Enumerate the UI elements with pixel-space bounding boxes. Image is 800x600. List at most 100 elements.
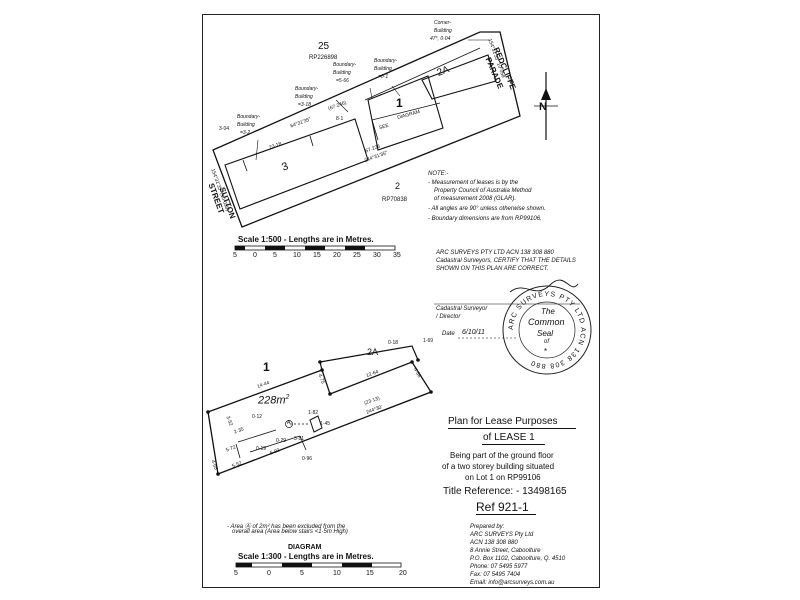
common-seal: ARC SURVEYS PTY LTD ACN 138 308 880: [502, 285, 592, 375]
title-underline: [448, 428, 576, 429]
area-unit: m: [276, 394, 286, 407]
lot-3-wall: [242, 159, 248, 172]
diagram-lot-2a: 2A: [367, 347, 379, 357]
diagram-dim: 0·12: [252, 414, 263, 420]
scale-tick-label: 5: [273, 252, 277, 259]
scale-tick-label: 15: [313, 252, 321, 259]
lot-3-outline: [224, 118, 369, 210]
scale-tick-label: 10: [293, 252, 301, 259]
area-value: 228: [258, 394, 277, 407]
scale-tick-label: 15: [366, 570, 374, 577]
plan-subtitle: of LEASE 1: [483, 432, 535, 443]
boundary-01-label-1: Boundary-: [374, 58, 398, 64]
boundary-32-label-1: Boundary-: [237, 114, 261, 120]
title-reference: Title Reference: - 13498165: [443, 486, 567, 497]
prepared-heading: Prepared by:: [470, 524, 505, 530]
area-a-label: A: [287, 420, 291, 426]
cert-lines: [434, 279, 580, 339]
seal-seal: Seal: [537, 329, 554, 338]
scale-bottom-title: Scale 1:300 - Lengths are in Metres.: [238, 552, 374, 561]
seal-common: Common: [528, 317, 565, 327]
notes-heading: NOTE:-: [428, 171, 449, 177]
date-label: Date: [442, 331, 455, 337]
see-diagram-box: [371, 119, 379, 141]
scale-tick-label: 5: [233, 252, 237, 259]
scale-tick-label: 0: [253, 252, 257, 259]
scale-tick-label: 5: [300, 570, 304, 577]
plan-ref: Ref 921-1: [476, 500, 529, 514]
scale-tick-label: 20: [399, 570, 407, 577]
seal-of: of: [544, 339, 550, 345]
internal-wall: [249, 435, 301, 453]
diagram-dim: 0·96: [302, 456, 313, 462]
north-arrow: [534, 72, 558, 140]
diagram-dim: 0·19: [256, 446, 267, 452]
lot-2-label: 2: [395, 181, 401, 191]
note-line: Property Council of Australia Method: [434, 188, 532, 194]
scale-tick-label: 35: [393, 252, 401, 259]
scale-tick-label: 10: [333, 570, 341, 577]
signature-graphic: [509, 279, 579, 293]
diagram-dim: 0·29: [276, 438, 287, 444]
building-line: [364, 47, 481, 101]
parcel-outline: [212, 31, 521, 228]
lot-25-label: 25: [318, 41, 330, 52]
scale-bar-top: [234, 245, 396, 251]
scale-tick-label: 0: [267, 570, 271, 577]
area-note-line: overall area (Area below stairs <1·5m Hi…: [232, 529, 348, 535]
boundary-318-label-2: Building: [295, 94, 313, 100]
area-note-line: - Area Ⓐ of 2m² has been excluded from t…: [227, 524, 346, 530]
prepared-company: ARC SURVEYS Pty Ltd: [470, 532, 534, 538]
north-label: N: [539, 101, 547, 113]
corner-building-label-3: 47°, 0·04: [430, 36, 451, 42]
note-line: - All angles are 90° unless otherwise sh…: [428, 206, 546, 212]
plan-description: of a two storey building situated: [442, 462, 555, 471]
diagram-dim: 1·45: [320, 421, 331, 427]
date-value: 6/10/11: [462, 329, 485, 336]
internal-wall: [237, 429, 277, 443]
scale-bottom-label: DIAGRAM: [288, 544, 322, 551]
prepared-po-box: P.O. Box 1102, Caboolture, Q. 4510: [470, 556, 566, 562]
boundary-32-label-3: =3·2: [240, 130, 251, 136]
boundary-318-label-1: Boundary-: [295, 86, 319, 92]
note-line: of measurement 2008 (GLAR).: [434, 196, 517, 202]
seal-the: The: [541, 307, 555, 316]
boundary-318-label-3: =3·18: [298, 102, 311, 108]
boundary-01-label-3: =0·1: [378, 74, 389, 80]
corner-building-label-2: Building: [434, 28, 452, 34]
see-diagram-box: [371, 102, 441, 121]
cert-role: Cadastral Surveyor: [436, 306, 488, 312]
leader-line: [369, 87, 373, 99]
cadastral-plan: N: [212, 31, 558, 228]
boundary-566-label-1: Boundary-: [333, 62, 357, 68]
scale-tick-label: 5: [234, 570, 238, 577]
boundary-566-label-2: Building: [333, 70, 351, 76]
diagram-lot-1: 1: [263, 360, 270, 374]
lot-2a-boundary: [319, 345, 419, 371]
scale-tick-label: 20: [333, 252, 341, 259]
seal-star: *: [544, 347, 548, 356]
boundary-01-label-2: Building: [374, 66, 392, 72]
subtitle-underline: [482, 444, 545, 445]
lot-1-outline: [367, 75, 444, 151]
diagram-dim: 1·69: [423, 338, 434, 344]
prepared-email: Email: info@arcsurveys.com.au: [470, 580, 555, 586]
plan-title: Plan for Lease Purposes: [448, 416, 558, 427]
plan-description: Being part of the ground floor: [450, 451, 554, 460]
area-a-marker: [285, 420, 293, 428]
lot-25-rp: RP226898: [309, 55, 338, 61]
leader-line: [335, 99, 349, 113]
note-line: - Measurement of leases is by the: [428, 180, 519, 186]
prepared-acn: ACN 138 308 880: [470, 540, 518, 546]
prepared-fax: Fax: 07 5495 7404: [470, 572, 521, 578]
boundary-32-label-2: Building: [237, 122, 255, 128]
prepared-street: 8 Annie Street, Caboolture: [470, 548, 541, 554]
dimension-label: 8·1: [336, 116, 344, 122]
scale-tick-label: 30: [373, 252, 381, 259]
lot-1-label: 1: [396, 96, 403, 110]
scale-top-title: Scale 1:500 - Lengths are in Metres.: [238, 235, 374, 244]
lot-2a-outline: [421, 54, 497, 100]
cert-statement: SHOWN ON THIS PLAN ARE CORRECT.: [436, 266, 549, 272]
scale-bar-bottom: [235, 562, 402, 568]
